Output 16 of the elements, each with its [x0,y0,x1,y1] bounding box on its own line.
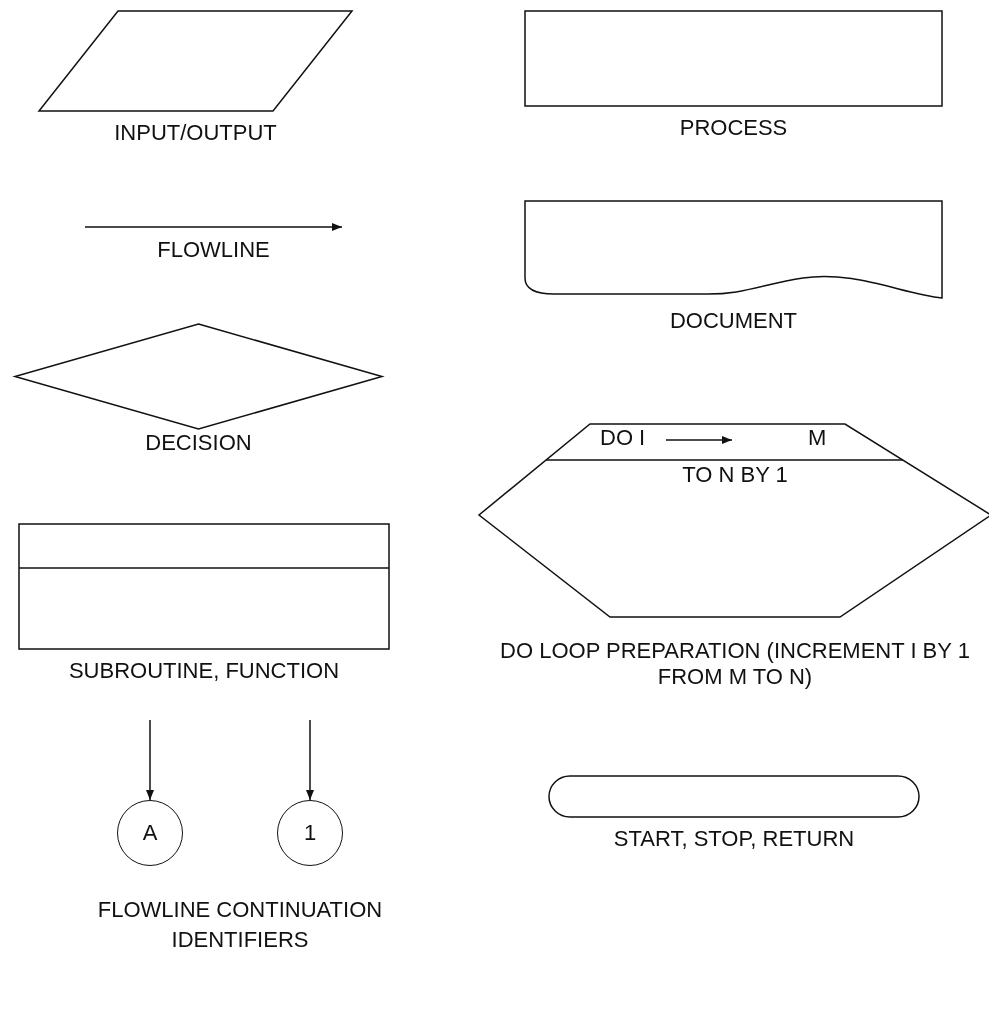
symbol-caption: FLOWLINE CONTINUATION IDENTIFIERS [96,896,384,954]
shape-caption: START, STOP, RETURN [612,826,856,852]
arrow [145,719,155,801]
shape-caption: INPUT/OUTPUT [113,120,278,146]
shape-caption: DECISION [144,430,253,456]
shape-caption: SUBROUTINE, FUNCTION [67,658,341,684]
loop-variable-text: DO I [600,426,646,450]
symbol-caption: FLOWLINE [156,236,271,264]
shape-caption: DOCUMENT [668,308,799,334]
connector-circle: 1 [277,800,343,866]
arrow [305,719,315,801]
shape-caption: PROCESS [678,115,789,141]
loop-start-text: M [808,426,827,450]
shape-caption: DO LOOP PREPARATION (INCREMENT I BY 1 FROM M TO N) [499,638,971,690]
loop-limit-text: TO N BY 1 [681,463,789,487]
connector-circle: A [117,800,183,866]
